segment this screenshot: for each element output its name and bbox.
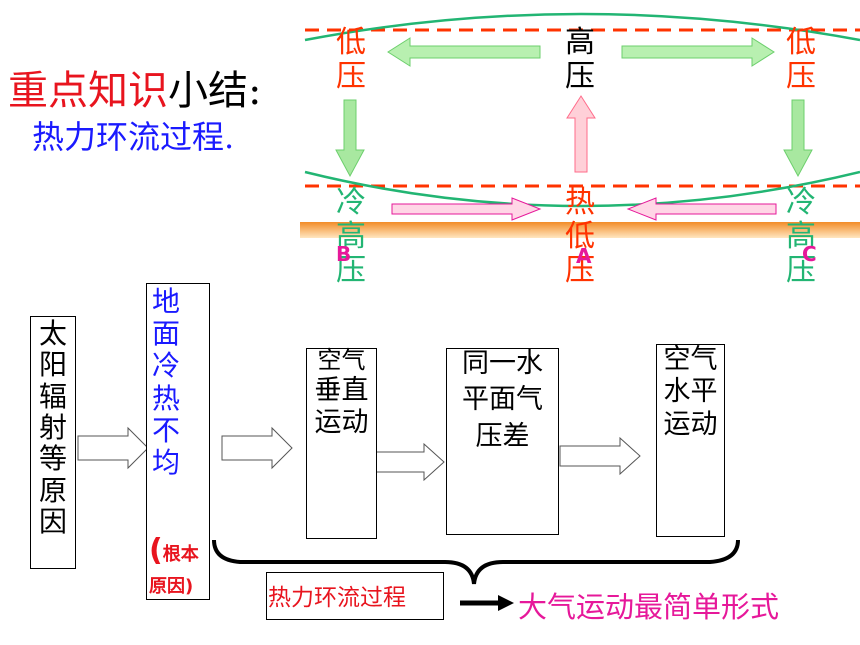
box-pressure-difference-text: 同一水平面气压差	[462, 348, 543, 452]
label-top-center: 高压	[565, 25, 595, 94]
arrow-bottom-left	[391, 197, 542, 221]
label-top-right: 低压	[786, 25, 816, 94]
summary-label: 热力环流过程	[268, 585, 406, 611]
arrow-up-center	[566, 95, 596, 173]
flow-arrow-4	[559, 436, 641, 476]
root-cause-note: (根本	[149, 533, 199, 568]
lower-isobar-curve	[304, 170, 860, 208]
flow-arrow-3	[375, 442, 445, 482]
subtitle: 热力环流过程.	[32, 118, 235, 156]
box-uneven-heating	[146, 283, 210, 600]
title-red: 重点知识	[8, 68, 168, 114]
box-solar-radiation-text: 太阳辐射等原因	[38, 317, 67, 539]
summary-box	[266, 572, 444, 620]
box-solar-radiation	[30, 316, 76, 569]
title-black: 小结:	[168, 68, 262, 114]
grouping-brace	[212, 539, 740, 585]
label-bottom-left: 冷高压	[336, 185, 366, 288]
ground-strip	[300, 222, 860, 238]
box-uneven-heating-text: 地面冷热不均	[151, 285, 180, 479]
arrow-down-left	[335, 99, 365, 178]
label-top-left: 低压	[336, 25, 366, 94]
label-bottom-right: 冷高压	[786, 185, 816, 288]
arrow-top-left	[387, 37, 541, 67]
point-b-label: B	[336, 242, 352, 266]
conclusion-arrow-head	[498, 595, 514, 611]
point-c-label: C	[802, 242, 817, 266]
box-horizontal-motion-text: 空气水平运动	[663, 344, 718, 440]
page-title: 重点知识小结:	[8, 58, 261, 116]
arrow-top-right	[621, 37, 775, 67]
box-vertical-motion-text: 空气垂直运动	[314, 346, 369, 439]
upper-isobar-curve	[304, 12, 860, 42]
arrow-bottom-right	[626, 197, 777, 221]
conclusion-text: 大气运动最简单形式	[518, 590, 780, 624]
root-cause-note-2: 原因)	[149, 576, 194, 597]
label-bottom-center: 热低压	[565, 185, 595, 288]
arrow-down-right	[783, 99, 813, 178]
box-vertical-motion	[306, 348, 377, 539]
box-horizontal-motion	[656, 344, 725, 537]
point-a-label: A	[576, 244, 592, 268]
flow-arrow-2	[221, 426, 293, 470]
box-pressure-difference	[446, 348, 559, 535]
flow-arrow-1	[77, 426, 149, 470]
